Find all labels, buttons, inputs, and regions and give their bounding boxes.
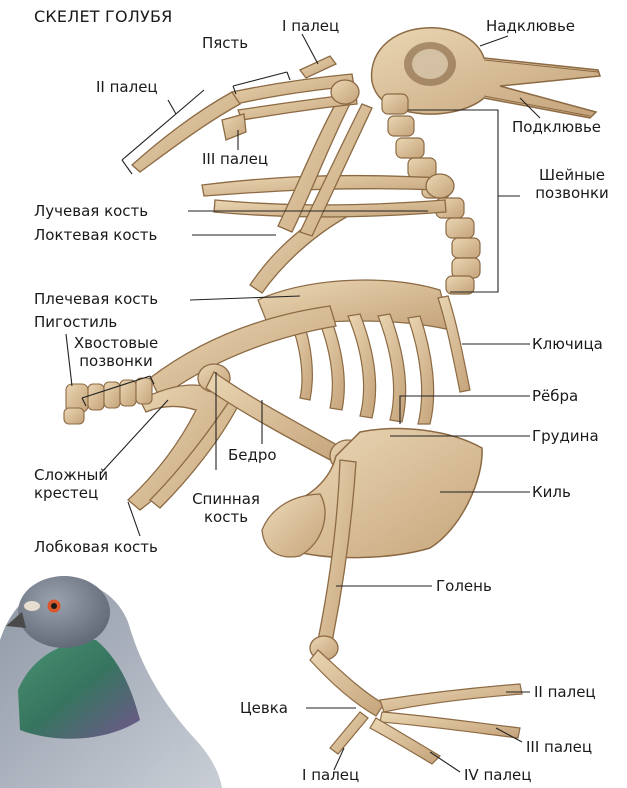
label-tarsus: Цевка [240,699,288,717]
label-radius: Лучевая кость [34,202,148,220]
label-tail-vertebrae: Хвостовые позвонки [68,334,164,370]
label-sternum: Грудина [532,427,599,445]
pigeon-head-illustration [0,576,222,788]
label-tail-vertebrae-line2: позвонки [79,352,153,370]
foot-bones [310,650,522,764]
label-dorsal-bone: Спинная кость [178,490,274,526]
label-wing-finger-1: I палец [282,17,339,35]
label-humerus: Плечевая кость [34,290,158,308]
label-wing-finger-3: III палец [202,150,268,168]
label-upper-beak: Надклювье [486,17,575,35]
label-toe-2: II палец [534,683,596,701]
label-neck-vertebrae-line1: Шейные [539,166,605,184]
label-femur: Бедро [228,446,277,464]
label-synsacrum-line1: Сложный [34,466,108,484]
label-tail-vertebrae-line1: Хвостовые [74,334,158,352]
label-pygostyle: Пигостиль [34,313,117,331]
ribcage [258,280,470,424]
label-tibia: Голень [436,577,492,595]
tail-vertebrae [64,378,152,424]
label-neck-vertebrae: Шейные позвонки [530,166,614,202]
label-dorsal-bone-line1: Спинная [192,490,260,508]
label-ulna: Локтевая кость [34,226,157,244]
label-synsacrum-line2: крестец [34,484,98,502]
label-dorsal-bone-line2: кость [204,508,248,526]
label-neck-vertebrae-line2: позвонки [535,184,609,202]
label-pubis: Лобковая кость [34,538,158,556]
label-toe-4: IV палец [464,766,531,784]
diagram-title: СКЕЛЕТ ГОЛУБЯ [34,8,172,26]
label-lower-beak: Подклювье [512,118,601,136]
label-toe-1: I палец [302,766,359,784]
label-keel: Киль [532,483,571,501]
label-toe-3: III палец [526,738,592,756]
label-clavicle: Ключица [532,335,603,353]
label-synsacrum: Сложный крестец [34,466,108,502]
sternum-keel [262,429,482,558]
label-metacarpus: Пясть [202,34,248,52]
label-ribs: Рёбра [532,387,578,405]
label-wing-finger-2: II палец [96,78,158,96]
